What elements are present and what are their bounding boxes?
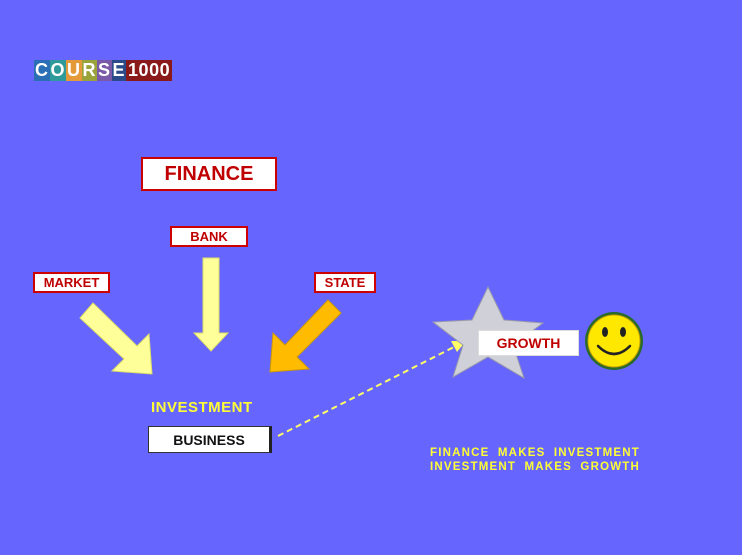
bank-label: BANK xyxy=(170,226,248,247)
investment-label: INVESTMENT xyxy=(151,399,253,416)
smiley-face-icon xyxy=(585,312,643,370)
market-arrow xyxy=(79,302,153,375)
logo-letter: S xyxy=(97,60,112,81)
logo-letter: U xyxy=(66,60,82,81)
state-arrow xyxy=(269,299,342,373)
growth-label: GROWTH xyxy=(478,330,579,356)
course1000-logo: C O U R S E 1000 xyxy=(34,60,173,81)
logo-letter: R xyxy=(81,60,98,81)
business-label: BUSINESS xyxy=(148,426,272,453)
tagline: FINANCE MAKES INVESTMENT INVESTMENT MAKE… xyxy=(430,446,640,474)
logo-letter: E xyxy=(111,60,127,81)
tagline-line-1: FINANCE MAKES INVESTMENT xyxy=(430,447,640,459)
tagline-line-2: INVESTMENT MAKES GROWTH xyxy=(430,461,641,473)
market-label: MARKET xyxy=(33,272,110,293)
logo-number: 1000 xyxy=(126,60,173,81)
state-label: STATE xyxy=(314,272,376,293)
bank-arrow xyxy=(192,257,230,352)
logo-letter: O xyxy=(49,60,67,81)
business-to-growth-arrow xyxy=(277,344,459,437)
finance-label: FINANCE xyxy=(141,157,277,191)
logo-letter: C xyxy=(34,60,50,81)
